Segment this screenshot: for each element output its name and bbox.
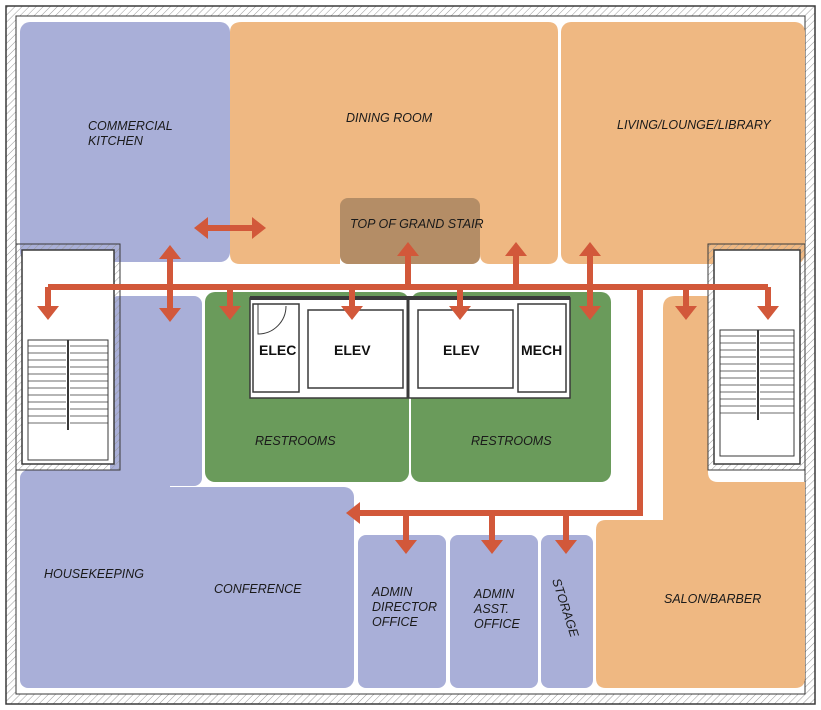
stair-west xyxy=(15,243,121,471)
room-storage xyxy=(541,535,593,688)
label-housekeeping: HOUSEKEEPING xyxy=(44,567,144,581)
label-restrooms-left: RESTROOMS xyxy=(255,434,336,448)
arrow-head-kitchen-down xyxy=(159,308,181,322)
label-admin-director-2: DIRECTOR xyxy=(372,600,437,614)
arrow-head-admin-asst xyxy=(481,540,503,554)
arrow-head-dining-right xyxy=(252,217,266,239)
arrow-head-dining-up xyxy=(505,242,527,256)
room-admin-asst-office xyxy=(450,535,538,688)
arrow-head-kitchen-up xyxy=(159,245,181,259)
elevator-right xyxy=(417,309,514,389)
label-living-lounge-library: LIVING/LOUNGE/LIBRARY xyxy=(617,118,772,132)
label-conference: CONFERENCE xyxy=(214,582,302,596)
label-admin-director-1: ADMIN xyxy=(371,585,413,599)
arrow-head-elev-right xyxy=(449,306,471,320)
arrow-head-conference xyxy=(346,502,360,524)
room-labels: COMMERCIAL KITCHEN DINING ROOM LIVING/LO… xyxy=(44,111,772,639)
label-top-of-grand-stair: TOP OF GRAND STAIR xyxy=(350,217,484,231)
label-admin-asst-2: ASST. xyxy=(473,602,509,616)
label-mech: MECH xyxy=(521,342,562,358)
room-corridor-west xyxy=(110,296,202,486)
label-admin-asst-1: ADMIN xyxy=(473,587,515,601)
label-dining-room: DINING ROOM xyxy=(346,111,433,125)
stair-treads xyxy=(28,335,794,424)
label-restrooms-right: RESTROOMS xyxy=(471,434,552,448)
room-top-of-grand-stair xyxy=(340,198,480,264)
room-admin-director-office xyxy=(358,535,446,688)
arrow-head-restroom-right xyxy=(579,306,601,320)
service-core xyxy=(249,296,571,399)
elevator-left xyxy=(307,309,404,389)
arrow-head-east-stair xyxy=(757,306,779,320)
arrow-head-elev-left xyxy=(341,306,363,320)
room-salon-barber xyxy=(596,296,805,688)
service-labels: ELEC ELEV ELEV MECH xyxy=(259,342,562,358)
label-commercial-kitchen-1: COMMERCIAL xyxy=(88,119,173,133)
label-elev-right: ELEV xyxy=(443,342,480,358)
arrow-head-living-up xyxy=(579,242,601,256)
room-housekeeping xyxy=(20,470,170,688)
arrow-head-grand-stair xyxy=(397,242,419,256)
label-elev-left: ELEV xyxy=(334,342,371,358)
arrow-head-storage xyxy=(555,540,577,554)
arrow-head-salon xyxy=(675,306,697,320)
mech-room xyxy=(517,303,567,393)
label-admin-asst-3: OFFICE xyxy=(474,617,520,631)
arrow-head-dining-left xyxy=(194,217,208,239)
room-conference xyxy=(152,487,354,688)
label-salon-barber: SALON/BARBER xyxy=(664,592,761,606)
arrow-head-admin-director xyxy=(395,540,417,554)
room-commercial-kitchen xyxy=(20,22,230,262)
label-elec: ELEC xyxy=(259,342,296,358)
label-commercial-kitchen-2: KITCHEN xyxy=(88,134,144,148)
room-living-lounge-library xyxy=(561,22,805,264)
elec-room xyxy=(252,303,300,393)
arrow-head-west-stair xyxy=(37,306,59,320)
arrow-head-restroom-left xyxy=(219,306,241,320)
circulation-arrows xyxy=(37,217,779,554)
label-admin-director-3: OFFICE xyxy=(372,615,418,629)
